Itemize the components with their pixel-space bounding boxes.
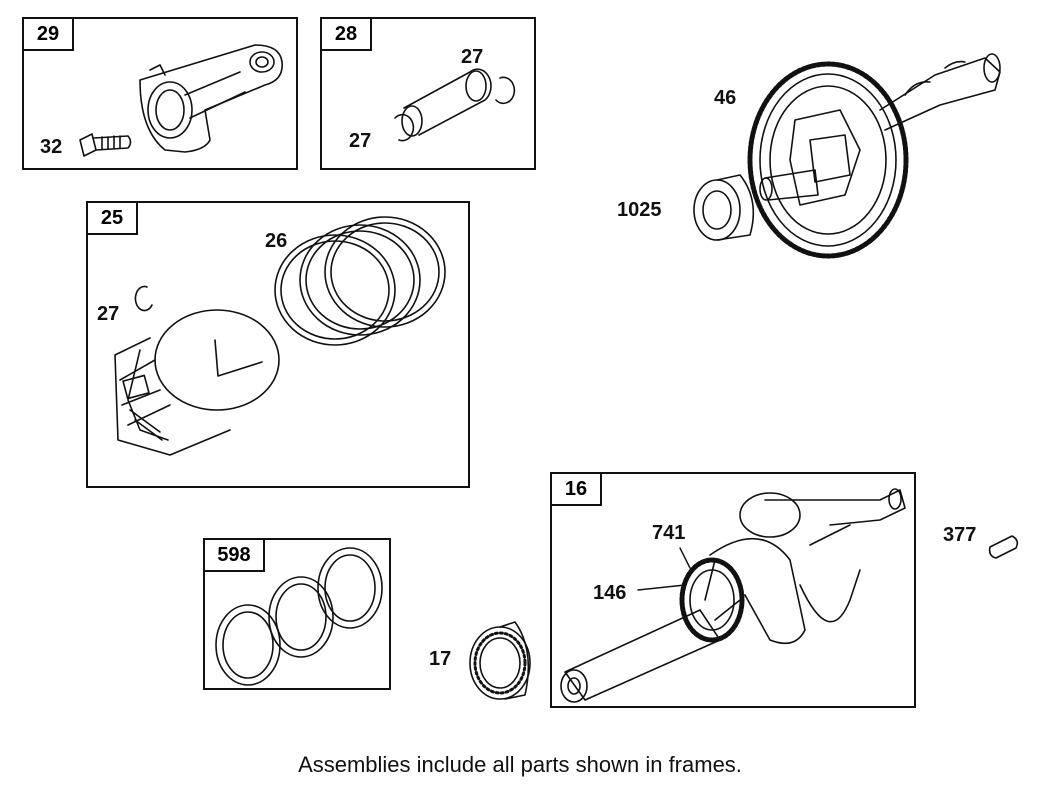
pin-clip-icon: [394, 76, 516, 142]
frame-598: 598: [203, 538, 391, 690]
piston-icon: [114, 309, 280, 456]
callout-26: 26: [265, 230, 288, 252]
crank-gear-icon: [679, 557, 745, 643]
callout-32: 32: [40, 136, 63, 158]
callout-146: 146: [593, 582, 627, 604]
frame-16-label: 16: [550, 472, 602, 506]
frame-28: 28: [320, 17, 536, 170]
frame-598-label: 598: [203, 538, 265, 572]
callout-377: 377: [943, 524, 977, 546]
frame-25: 25: [86, 201, 470, 488]
connecting-rod-icon: [139, 44, 283, 153]
crankshaft-icon: [560, 488, 906, 703]
camshaft-gear-icon: [747, 53, 1001, 259]
callout-741: 741: [652, 522, 686, 544]
frame-25-label: 25: [86, 201, 138, 235]
ball-bearing-icon: [469, 621, 531, 700]
callout-27-upper: 27: [461, 46, 484, 68]
callout-27-piston: 27: [97, 303, 120, 325]
callout-46: 46: [714, 87, 737, 109]
key-icon: [988, 535, 1019, 559]
rod-bolt-icon: [79, 133, 132, 157]
piston-clip-icon: [134, 285, 153, 312]
diagram-caption: Assemblies include all parts shown in fr…: [298, 752, 742, 777]
callout-1025: 1025: [617, 199, 662, 221]
callout-17: 17: [429, 648, 452, 670]
frame-16: 16: [550, 472, 916, 708]
cam-bearing-icon: [693, 174, 755, 241]
frame-29: 29: [22, 17, 298, 170]
frame-28-label: 28: [320, 17, 372, 51]
callout-27-lower: 27: [349, 130, 372, 152]
piston-ring-set-icon: [274, 216, 446, 346]
shim-set-icon: [215, 547, 383, 686]
wrist-pin-icon: [401, 68, 492, 137]
frame-29-label: 29: [22, 17, 74, 51]
